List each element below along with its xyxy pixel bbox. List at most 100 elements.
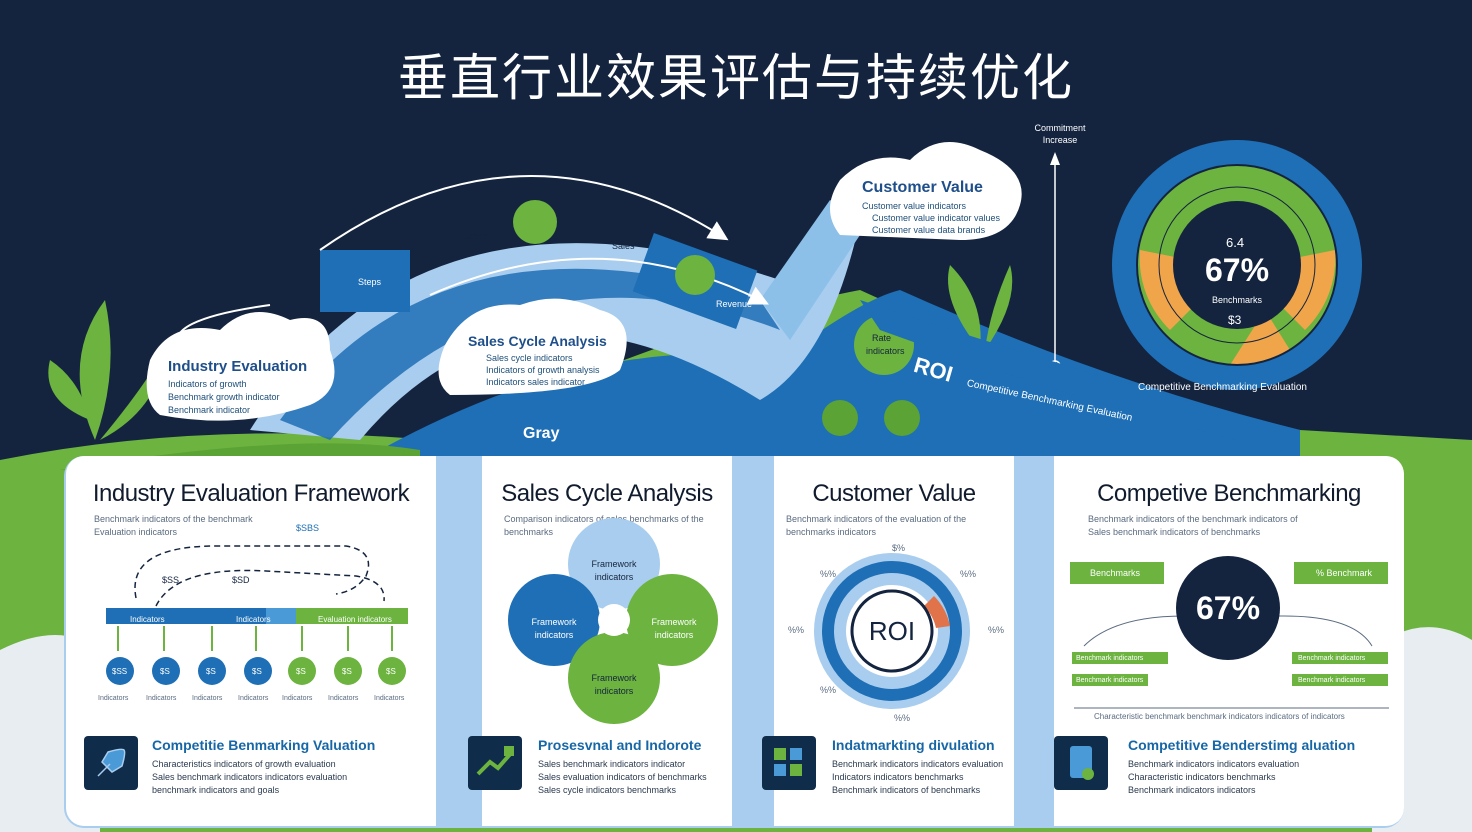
panel-competitive: Competive Benchmarking Benchmark indicat…: [1054, 456, 1404, 826]
donut-label: %%: [960, 569, 977, 579]
ring-chart: [1112, 140, 1362, 390]
cloud-industry-title: Industry Evaluation: [168, 358, 308, 375]
bench-bar-label: Benchmark indicators: [1076, 655, 1144, 662]
footer-text: Characteristic indicators benchmarks: [1128, 772, 1276, 782]
bar-right-label: % Benchmark: [1316, 568, 1373, 578]
cloud-sales-line-3: Indicators sales indicator: [486, 377, 586, 387]
step-label: Indicators: [192, 695, 223, 702]
cloud-customer-title: Customer Value: [862, 179, 983, 196]
arc-label-sales: Sales: [612, 241, 635, 251]
circle-label: Framework indicators: [591, 559, 637, 582]
node-label: $S: [160, 667, 170, 676]
donut-label: %%: [894, 713, 911, 723]
footer-title: Prosesvnal and Indorote: [538, 737, 702, 753]
green-badge-label: Rate: [872, 333, 892, 343]
rocket-icon: [84, 736, 138, 790]
donut-label: %%: [788, 625, 805, 635]
step-label: Indicators: [328, 695, 359, 702]
bar-label: Indicators: [236, 615, 271, 624]
top-label: $SD: [232, 575, 250, 585]
footer-text: Benchmark indicators of benchmarks: [832, 785, 981, 795]
panel-sales: Sales Cycle Analysis Comparison indicato…: [468, 456, 732, 826]
footer-text: Indicators indicators benchmarks: [832, 772, 964, 782]
donut-center-label: ROI: [868, 616, 916, 646]
panel-title: Customer Value: [812, 480, 976, 507]
bench-bar-label: Benchmark indicators: [1076, 677, 1144, 684]
step-label: Indicators: [146, 695, 177, 702]
bench-bar-label: Benchmark indicators: [1298, 655, 1366, 662]
node-label: $S: [342, 667, 352, 676]
cloud-customer-line-1: Customer value indicators: [862, 201, 967, 211]
footer-text: Sales benchmark indicators indicators ev…: [152, 772, 348, 782]
cloud-industry-line-3: Benchmark indicator: [168, 405, 251, 415]
cloud-industry-line-1: Indicators of growth: [168, 379, 247, 389]
green-badge-sub: indicators: [866, 346, 905, 356]
circle-label: Framework indicators: [651, 617, 697, 640]
circle-label: Framework indicators: [591, 673, 637, 696]
top-label: $SS: [162, 575, 180, 585]
cloud-customer-line-2: Customer value indicator values: [872, 213, 1001, 223]
panel-title: Industry Evaluation Framework: [92, 480, 410, 507]
step-label: Indicators: [282, 695, 313, 702]
panel-sub-2: benchmarks indicators: [786, 527, 877, 537]
node-label: $S: [252, 667, 262, 676]
footer-text: Sales benchmark indicators indicator: [538, 759, 686, 769]
panel-industry: Industry Evaluation Framework Benchmark …: [66, 456, 436, 826]
panel-sub-2: benchmarks: [504, 527, 554, 537]
arc-label-steps: Steps: [358, 277, 382, 287]
ring-center-value: 67%: [1204, 252, 1270, 288]
bar-label: Evaluation indicators: [318, 615, 392, 624]
circle-label: Framework indicators: [531, 617, 577, 640]
step-label: Indicators: [98, 695, 129, 702]
sales-cycle-diagram: [508, 518, 718, 724]
cloud-sales-line-1: Sales cycle indicators: [486, 353, 573, 363]
axis-caption: Characteristic benchmark benchmark indic…: [1094, 712, 1345, 721]
panel-title: Competive Benchmarking: [1097, 480, 1361, 507]
step-label: Indicators: [238, 695, 269, 702]
node-label: $S: [386, 667, 396, 676]
step-label: Indicators: [374, 695, 405, 702]
bar-label: Indicators: [130, 615, 165, 624]
chart-icon: [468, 736, 522, 790]
axis-label: Commitment Increase: [1034, 123, 1086, 145]
footer-title: Indatmarkting divulation: [832, 737, 995, 753]
arc-block-1: [320, 250, 410, 312]
footer-text: Sales cycle indicators benchmarks: [538, 785, 677, 795]
top-label: $SBS: [296, 523, 320, 533]
donut-label: %%: [820, 569, 837, 579]
panel-sub-1: Benchmark indicators of the benchmark in…: [1088, 514, 1298, 524]
cloud-shapes: [146, 142, 1022, 421]
grid-icon: [762, 736, 816, 790]
panel-sub-1: Comparison indicators of sales benchmark…: [504, 514, 704, 524]
cloud-customer-line-3: Customer value data brands: [872, 225, 986, 235]
ring-top-value: 6.4: [1226, 235, 1245, 250]
benchmark-diagram: [1070, 556, 1389, 709]
footer-text: Benchmark indicators indicators evaluati…: [832, 759, 1004, 769]
bench-bar-label: Benchmark indicators: [1298, 677, 1366, 684]
footer-text: Benchmark indicators indicators: [1128, 785, 1256, 795]
cloud-sales-title: Sales Cycle Analysis: [468, 333, 607, 349]
bar-left-label: Benchmarks: [1090, 568, 1141, 578]
arc-label-revenue: Revenue: [716, 299, 753, 309]
panel-sub-2: Evaluation indicators: [94, 527, 178, 537]
ring-sub-label: Benchmarks: [1211, 295, 1263, 305]
donut-label: $%: [892, 543, 906, 553]
footer-text: benchmark indicators and goals: [152, 785, 280, 795]
panel-customer: Customer Value Benchmark indicators of t…: [762, 456, 1014, 826]
footer-text: Benchmark indicators indicators evaluati…: [1128, 759, 1300, 769]
panel-sub-2: Sales benchmark indicators of benchmarks: [1088, 527, 1261, 537]
node-label: $S: [296, 667, 306, 676]
ring-caption: Competitive Benchmarking Evaluation: [1138, 382, 1307, 393]
footer-title: Competitie Benmarking Valuation: [152, 737, 376, 753]
ring-bottom-value: $3: [1228, 313, 1242, 327]
panel-title: Sales Cycle Analysis: [501, 480, 713, 507]
footer-title: Competitive Benderstimg aluation: [1128, 737, 1356, 753]
panel-sub-1: Benchmark indicators of the benchmark: [94, 514, 253, 524]
footer-text: Characteristics indicators of growth eva…: [152, 759, 336, 769]
footer-text: Sales evaluation indicators of benchmark…: [538, 772, 707, 782]
page-title: 垂直行业效果评估与持续优化: [398, 49, 1074, 107]
donut-label: %%: [820, 685, 837, 695]
donut-label: %%: [988, 625, 1005, 635]
gray-label: Gray: [523, 425, 560, 442]
arc-label-cases: Cases: [462, 231, 488, 241]
